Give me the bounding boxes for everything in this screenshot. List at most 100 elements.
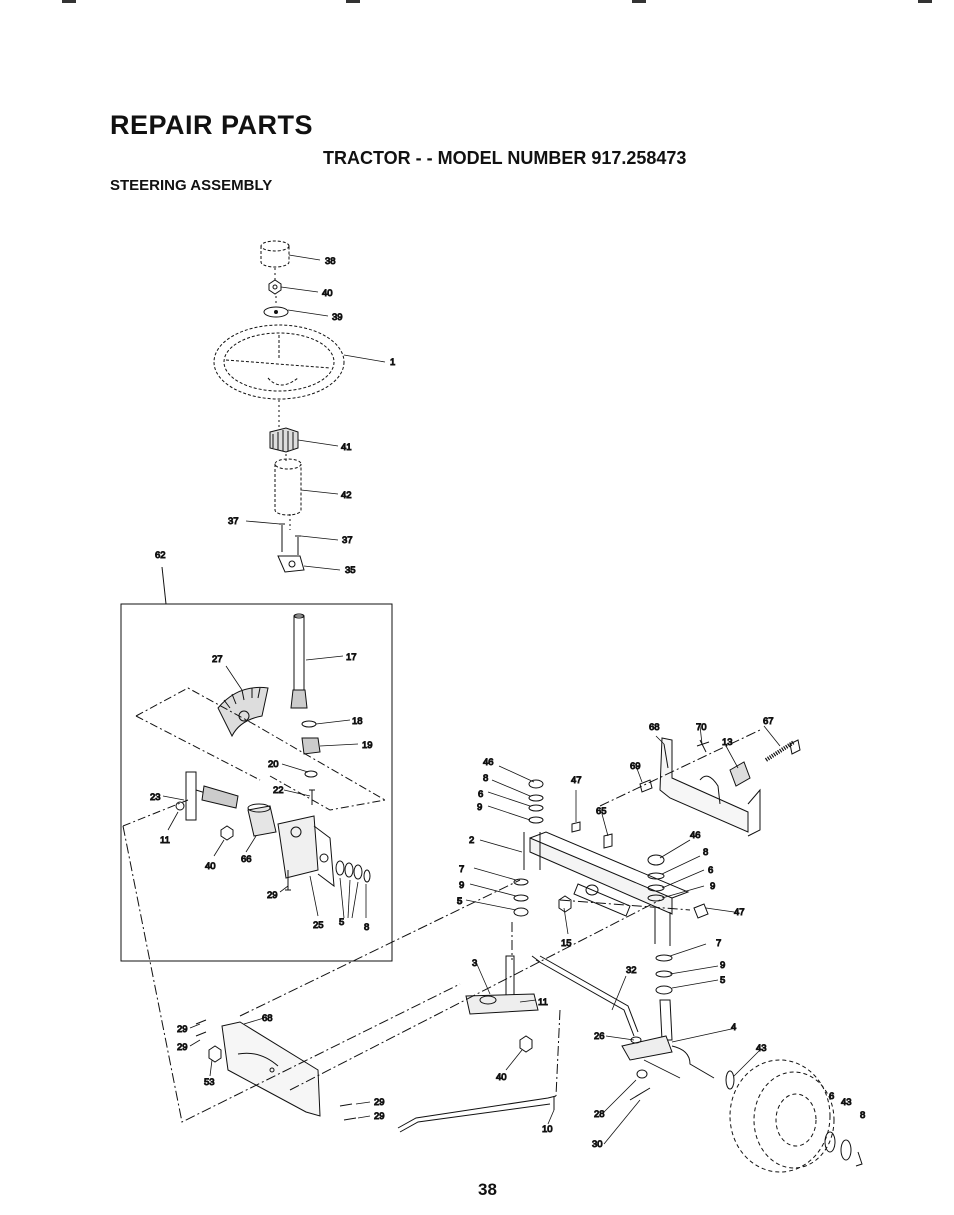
callout-label: 53 [204,1077,215,1088]
callout-label: 29 [177,1042,188,1053]
steering-adapter [269,427,299,453]
callout-label: 43 [841,1097,852,1108]
callout-label: 42 [341,490,352,501]
assembly-lines [122,729,761,1123]
callout-label: 19 [362,740,373,751]
callout-label: 11 [538,997,548,1008]
callout-label: 2 [469,835,474,846]
support-plate [277,815,371,891]
callout-label: 69 [630,761,641,772]
callout-label: 8 [483,773,488,784]
callout-label: 46 [483,757,494,768]
callout-label: 27 [212,654,223,665]
callout-label: 67 [763,716,774,727]
callout-label: 23 [150,792,161,803]
callout-label: 15 [561,938,572,949]
callout-label: 40 [322,288,333,299]
callout-label: 47 [571,775,582,786]
callout-label: 29 [374,1097,385,1108]
steering-cap [260,240,290,268]
callout-label: 5 [457,896,462,907]
callout-label: 7 [716,938,721,949]
callout-label: 11 [160,835,170,846]
callout-label: 3 [472,958,477,969]
callout-label: 35 [345,565,356,576]
left-spindle [465,955,539,1053]
frame-bracket-right [639,737,801,837]
wheel-hardware [725,1070,863,1167]
center-line-column [274,268,291,530]
callout-label: 40 [205,861,216,872]
tie-rod [397,1095,557,1133]
frame-bracket-left [195,1019,357,1121]
callout-label: 6 [478,789,483,800]
callout-label: 43 [756,1043,767,1054]
callout-label: 62 [155,550,166,561]
callout-label: 20 [268,759,279,770]
callout-label: 41 [341,442,352,453]
callout-label: 7 [459,864,464,875]
callout-label: 68 [649,722,660,733]
callout-label: 17 [346,652,357,663]
front-axle [529,831,690,917]
callout-label: 30 [592,1139,603,1150]
column-sleeve [274,458,302,516]
pinion-gear [301,720,321,805]
callout-label: 6 [708,865,713,876]
page-number: 38 [478,1180,497,1199]
callout-label: 39 [332,312,343,323]
callout-label: 9 [720,960,725,971]
callout-label: 40 [496,1072,507,1083]
callout-label: 8 [364,922,369,933]
callout-label: 29 [374,1111,385,1122]
column-bracket [277,523,305,573]
callout-label: 38 [325,256,336,267]
model-title: TRACTOR - - MODEL NUMBER 917.258473 [323,148,687,168]
callout-label: 5 [720,975,725,986]
callout-label: 9 [459,880,464,891]
steering-shaft [290,613,308,709]
page-title: REPAIR PARTS [110,110,314,140]
callout-label: 8 [703,847,708,858]
callout-label: 10 [542,1124,553,1135]
sector-gear [217,686,269,738]
callout-label: 66 [241,854,252,865]
callout-label: 5 [457,896,462,907]
callout-label: 5 [339,917,344,928]
callout-labels: 1 2 3 4 5 5 5 5 6 6 6 7 7 8 8 8 8 9 9 9 … [150,256,866,1151]
steering-bracket [175,771,277,841]
hex-nut [268,279,282,295]
leader-lines [162,254,781,1145]
section-title: STEERING ASSEMBLY [110,177,273,194]
callout-label: 32 [626,965,637,976]
callout-label: 29 [177,1024,188,1035]
callout-label: 28 [594,1109,605,1120]
callout-label: 37 [342,535,353,546]
inset-centerlines [122,687,386,827]
callout-label: 29 [267,890,278,901]
left-spindle-stack [513,779,613,917]
callout-label: 70 [696,722,707,733]
callout-label: 47 [734,907,745,918]
callout-label: 68 [262,1013,273,1024]
callout-label: 4 [731,1022,736,1033]
callout-label: 6 [829,1091,834,1102]
right-spindle-stack [647,854,709,995]
washer [263,306,289,318]
inset-frame [120,603,393,962]
callout-label: 26 [594,1031,605,1042]
callout-label: 9 [710,881,715,892]
callout-label: 18 [352,716,363,727]
callout-label: 37 [228,516,239,527]
drag-link [531,955,639,1037]
callout-label: 46 [690,830,701,841]
steering-wheel [213,324,345,400]
callout-label: 65 [596,806,607,817]
callout-label: 1 [390,357,395,368]
callout-label: 8 [860,1110,865,1121]
callout-label: 22 [273,785,284,796]
right-spindle [621,999,715,1101]
callout-label: 9 [477,802,482,813]
callout-label: 25 [313,920,324,931]
